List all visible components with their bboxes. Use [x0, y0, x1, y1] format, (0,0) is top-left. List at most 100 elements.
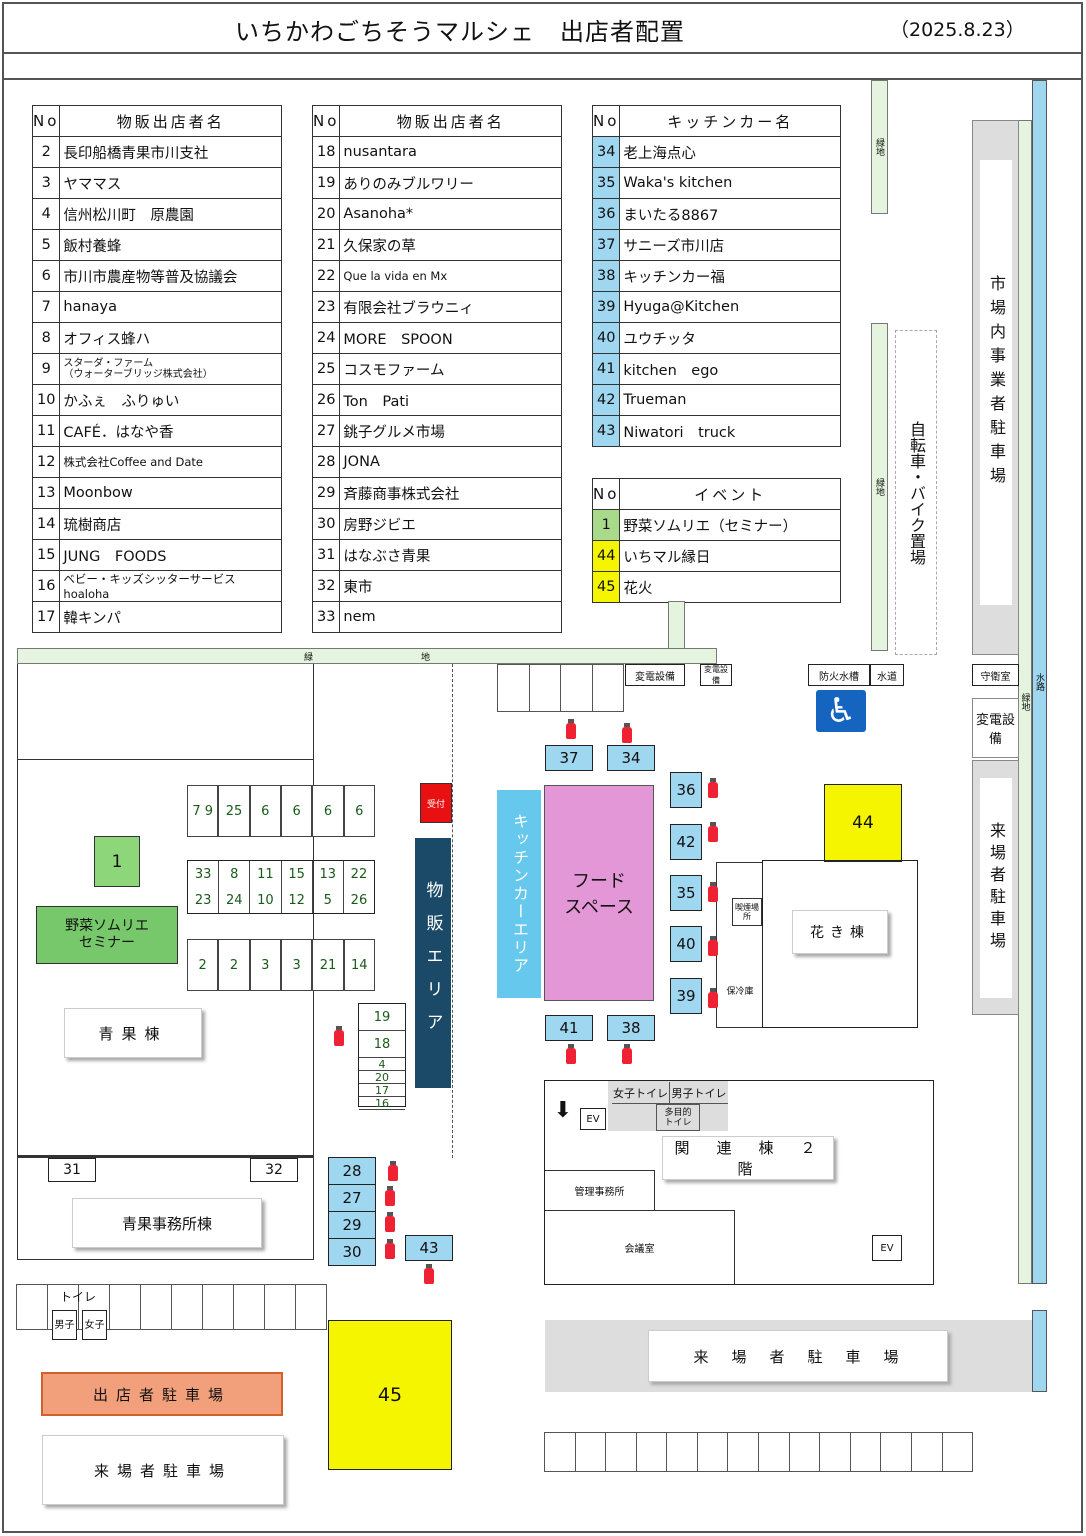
- parking-space: [16, 1284, 48, 1330]
- stall-cell: 6: [343, 785, 375, 837]
- fire-extinguisher-icon: [566, 719, 576, 739]
- kitchen-car-43: 43: [405, 1235, 453, 1261]
- row-name: 韓キンパ: [59, 601, 282, 633]
- row-name: キッチンカー福: [619, 260, 841, 292]
- row-name: 斉藤商事株式会社: [339, 477, 562, 509]
- row-number: 43: [591, 415, 621, 447]
- row-name: ベビー・キッズシッターサービスhoaloha: [59, 570, 282, 602]
- seika-building-outline: [17, 664, 314, 1164]
- fire-extinguisher-icon: [424, 1264, 434, 1284]
- row-name: 市川市農産物等普及協議会: [59, 260, 282, 292]
- kitchen-car-37: 37: [545, 745, 593, 771]
- stall-cell: 29: [328, 1211, 376, 1239]
- row-number: 8: [31, 322, 61, 354]
- row-name: 久保家の草: [339, 229, 562, 261]
- title-bar: [2, 2, 1083, 54]
- kitchen-car-39: 39: [670, 978, 702, 1014]
- food-space-label: フードスペース: [564, 871, 634, 918]
- stall-cell: 3: [249, 939, 281, 991]
- row-name: 老上海点心: [619, 136, 841, 168]
- row-number: 40: [591, 322, 621, 354]
- parking-space: [140, 1284, 172, 1330]
- parking-space: [497, 664, 530, 712]
- row-name: Ton Pati: [339, 384, 562, 416]
- kanren-label: 関 連 棟 ２ 階: [662, 1136, 837, 1180]
- row-name: Que la vida en Mx: [339, 260, 562, 292]
- substation-3: 変電設備: [972, 698, 1019, 758]
- kitchen-car-38: 38: [607, 1015, 655, 1041]
- water-supply: 水道: [870, 664, 904, 686]
- stall-cell: 14: [343, 939, 375, 991]
- row-number: 41: [591, 353, 621, 385]
- row-number: 1: [591, 509, 621, 541]
- stall-cell: 13: [319, 866, 337, 882]
- parking-space: [605, 1432, 637, 1472]
- hanaki-annex: [716, 862, 762, 1028]
- row-number: 32: [311, 570, 341, 602]
- row-name: Waka's kitchen: [619, 167, 841, 199]
- row-number: 6: [31, 260, 61, 292]
- row-name: 株式会社Coffee and Date: [59, 446, 282, 478]
- table-name-header: 物販出店者名: [339, 105, 562, 137]
- fire-water-tank: 防火水槽: [808, 664, 870, 686]
- stall-cell: 10: [257, 892, 274, 908]
- parking-space: [171, 1284, 203, 1330]
- row-name: コスモファーム: [339, 353, 562, 385]
- visitor-parking-1: 来場者駐車場: [42, 1435, 284, 1505]
- row-name: 銚子グルメ市場: [339, 415, 562, 447]
- row-name: JONA: [339, 446, 562, 478]
- stall-cell: 26: [350, 892, 368, 908]
- row-name: サニーズ市川店: [619, 229, 841, 261]
- table-name-header: 物販出店者名: [59, 105, 282, 137]
- arrow-down-icon: ⬇: [553, 1097, 573, 1123]
- row-number: 4: [31, 198, 61, 230]
- green-strip-2: 緑地: [871, 323, 888, 651]
- parking-space: [233, 1284, 265, 1330]
- parking-space: [696, 1432, 729, 1472]
- row-number: 11: [31, 415, 61, 447]
- kitchen-car-35: 35: [670, 875, 702, 911]
- row-name: ありのみブルワリー: [339, 167, 562, 199]
- stall-32: 32: [250, 1158, 298, 1182]
- parking-space: [941, 1432, 974, 1472]
- parking-space: [819, 1432, 851, 1472]
- parking-row-mid: [497, 664, 624, 712]
- stall-cell: 4: [359, 1058, 405, 1071]
- stall-cell: 30: [328, 1238, 376, 1266]
- parking-row-bottom: [544, 1432, 974, 1472]
- stall-cell: 28: [328, 1157, 376, 1185]
- row-number: 10: [31, 384, 61, 416]
- toilet-label: トイレ: [59, 1289, 96, 1304]
- green-strip-right: 緑地: [1018, 120, 1032, 1284]
- row-name: かふぇ ふりゅい: [59, 384, 282, 416]
- parking-space: [109, 1284, 141, 1330]
- row-number: 42: [591, 384, 621, 416]
- kitchen-car-area: キッチンカーエリア: [497, 790, 541, 998]
- cold-storage: 保冷庫: [726, 986, 754, 997]
- row-number: 24: [311, 322, 341, 354]
